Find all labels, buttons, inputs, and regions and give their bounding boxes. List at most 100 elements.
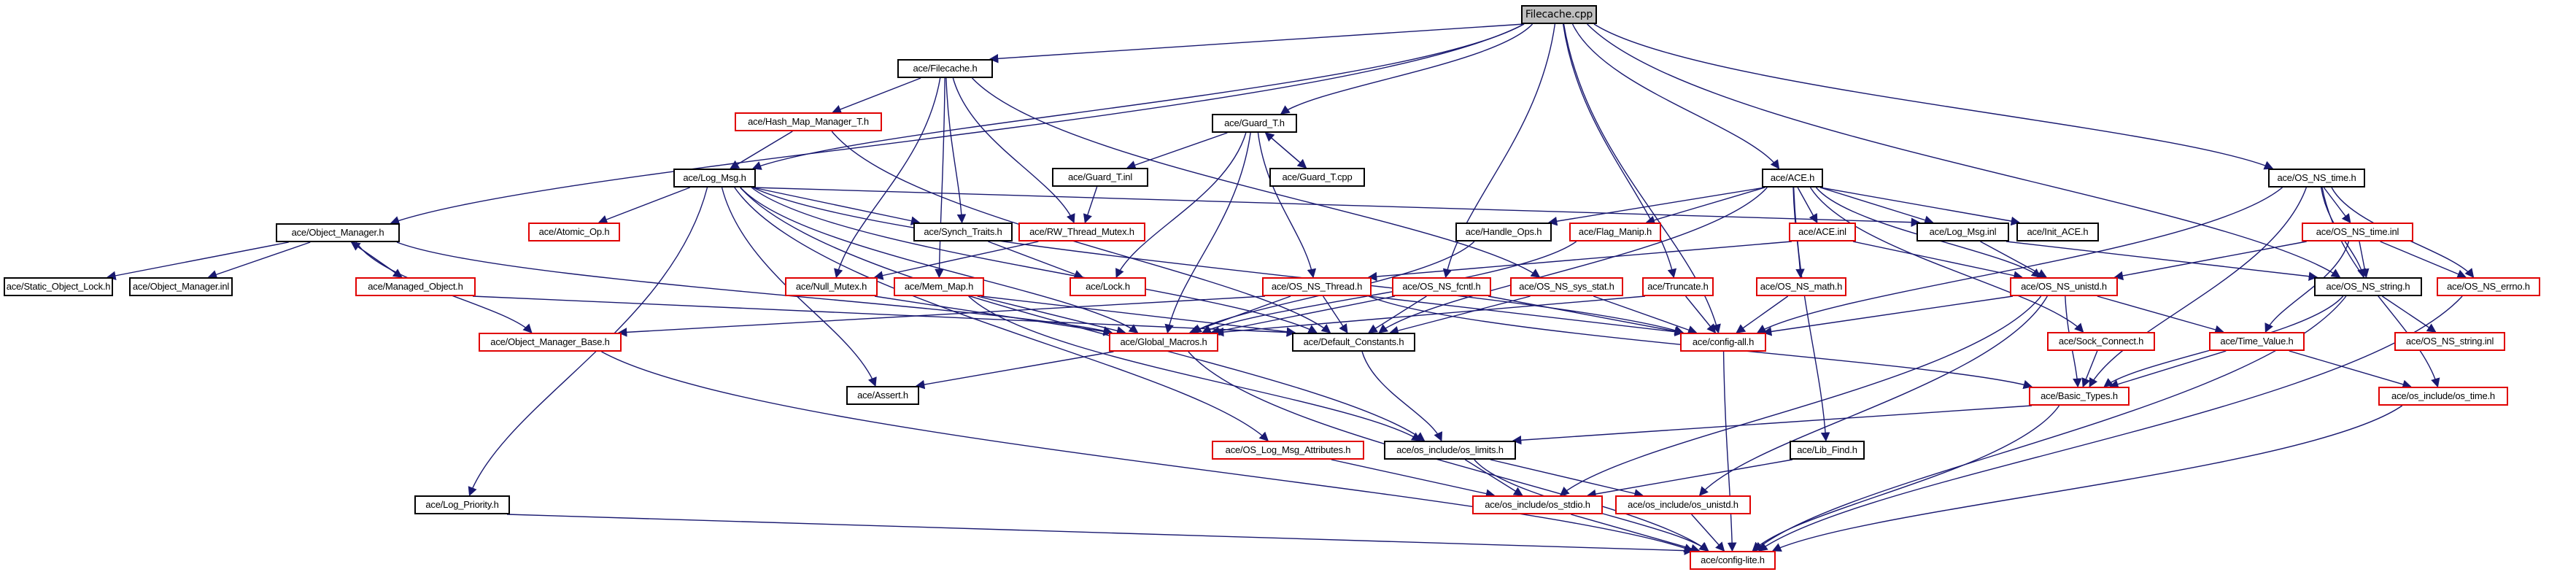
edge-os-time-to-config-lite xyxy=(1771,405,2403,552)
node-basic-types[interactable]: ace/Basic_Types.h xyxy=(2029,387,2130,406)
node-os-ns-unistd[interactable]: ace/OS_NS_unistd.h xyxy=(2010,277,2118,296)
edge-os-limits-to-os-unistd xyxy=(1490,459,1644,498)
edge-guard-t-inl-to-rw-thread-mutex xyxy=(1083,186,1098,224)
edge-log-msg-h-to-log-priority xyxy=(468,187,708,497)
edge-root-to-os-ns-fcntl xyxy=(1442,23,1556,279)
node-sock-connect[interactable]: ace/Sock_Connect.h xyxy=(2047,332,2155,351)
node-synch-traits[interactable]: ace/Synch_Traits.h xyxy=(913,223,1013,241)
edge-log-msg-h-to-global-macros xyxy=(740,187,1139,333)
edge-root-to-filecache-h xyxy=(989,23,1525,63)
edge-log-msg-h-to-default-constants xyxy=(751,187,1318,333)
node-log-priority[interactable]: ace/Log_Priority.h xyxy=(414,495,510,514)
edge-ace-inl-to-os-ns-unistd xyxy=(1852,241,2023,280)
edge-mem-map-to-os-limits xyxy=(968,295,1421,441)
edge-managed-object-to-default-constants xyxy=(472,295,1296,337)
node-os-ns-thread[interactable]: ace/OS_NS_Thread.h xyxy=(1262,277,1372,296)
edge-mem-map-to-global-macros xyxy=(977,295,1126,336)
node-ace-inl[interactable]: ace/ACE.inl xyxy=(1789,223,1856,241)
node-os-stdio[interactable]: ace/os_include/os_stdio.h xyxy=(1472,495,1603,514)
node-lib-find[interactable]: ace/Lib_Find.h xyxy=(1790,441,1865,460)
edge-guard-t-h-to-lock-h xyxy=(1115,132,1247,279)
node-os-ns-string-inl[interactable]: ace/OS_NS_string.inl xyxy=(2394,332,2505,351)
edge-default-constants-to-os-limits xyxy=(1361,351,1443,442)
edge-config-all-to-config-lite xyxy=(1722,351,1737,552)
node-object-manager-inl[interactable]: ace/Object_Manager.inl xyxy=(129,277,233,296)
edge-ace-h-to-log-msg-inl xyxy=(1819,187,1934,225)
edge-lib-find-to-os-stdio xyxy=(1587,459,1793,499)
edge-guard-t-cpp-to-guard-t-h xyxy=(1264,132,1307,169)
node-guard-t-inl[interactable]: ace/Guard_T.inl xyxy=(1052,168,1148,187)
edge-log-msg-h-to-log-msg-inl xyxy=(752,187,1921,227)
edge-ace-h-to-sock-connect xyxy=(1809,187,2084,333)
node-os-ns-errno[interactable]: ace/OS_NS_errno.h xyxy=(2437,277,2540,296)
node-root[interactable]: Filecache.cpp xyxy=(1521,5,1597,24)
edge-filecache-h-to-hash-map xyxy=(832,77,921,114)
edge-guard-t-h-to-guard-t-inl xyxy=(1126,132,1228,170)
node-managed-object[interactable]: ace/Managed_Object.h xyxy=(355,277,476,296)
edge-os-ns-fcntl-to-config-all xyxy=(1488,295,1685,336)
edge-ace-inl-to-os-ns-thread xyxy=(1367,241,1792,282)
edge-os-ns-time-h-to-os-time xyxy=(2321,187,2440,388)
edge-os-ns-errno-to-config-lite xyxy=(1757,295,2463,552)
edge-os-ns-math-to-config-all xyxy=(1736,295,1789,333)
edge-log-msg-h-to-assert-h xyxy=(721,187,877,387)
node-os-unistd[interactable]: ace/os_include/os_unistd.h xyxy=(1615,495,1751,514)
node-init-ace[interactable]: ace/Init_ACE.h xyxy=(2016,223,2099,241)
node-static-object-lock[interactable]: ace/Static_Object_Lock.h xyxy=(4,277,113,296)
node-os-ns-sys-stat[interactable]: ace/OS_NS_sys_stat.h xyxy=(1510,277,1623,296)
node-hash-map[interactable]: ace/Hash_Map_Manager_T.h xyxy=(735,112,882,131)
node-log-msg-h[interactable]: ace/Log_Msg.h xyxy=(673,169,756,188)
edge-os-ns-unistd-to-time-value xyxy=(2097,295,2224,334)
node-ace-h[interactable]: ace/ACE.h xyxy=(1762,169,1823,188)
edge-os-ns-time-inl-to-os-ns-unistd xyxy=(2113,241,2307,281)
node-handle-ops[interactable]: ace/Handle_Ops.h xyxy=(1455,223,1552,241)
node-filecache-h[interactable]: ace/Filecache.h xyxy=(897,59,993,78)
node-object-manager-base[interactable]: ace/Object_Manager_Base.h xyxy=(479,333,622,352)
node-log-msg-inl[interactable]: ace/Log_Msg.inl xyxy=(1916,223,2009,241)
edge-managed-object-to-object-manager-h xyxy=(350,241,403,278)
edge-os-ns-thread-to-global-macros xyxy=(1188,295,1291,335)
edge-os-ns-string-h-to-os-ns-string-inl xyxy=(2382,295,2437,333)
edge-null-mutex-to-global-macros xyxy=(874,295,1113,336)
node-object-manager-h[interactable]: ace/Object_Manager.h xyxy=(276,223,400,242)
node-os-limits[interactable]: ace/os_include/os_limits.h xyxy=(1384,441,1516,460)
node-assert-h[interactable]: ace/Assert.h xyxy=(846,386,919,405)
edge-object-manager-base-to-config-lite xyxy=(601,351,1694,553)
edge-truncate-to-config-all xyxy=(1685,295,1717,333)
node-os-ns-fcntl[interactable]: ace/OS_NS_fcntl.h xyxy=(1392,277,1491,296)
edge-time-value-to-basic-types xyxy=(2109,350,2227,389)
node-os-ns-math[interactable]: ace/OS_NS_math.h xyxy=(1756,277,1846,296)
node-flag-manip[interactable]: ace/Flag_Manip.h xyxy=(1569,223,1661,241)
node-os-log-msg-attr[interactable]: ace/OS_Log_Msg_Attributes.h xyxy=(1212,441,1364,460)
node-os-ns-time-inl[interactable]: ace/OS_NS_time.inl xyxy=(2302,223,2413,241)
edge-ace-h-to-ace-inl xyxy=(1797,187,1818,224)
node-config-all[interactable]: ace/config-all.h xyxy=(1680,333,1766,352)
node-mem-map[interactable]: ace/Mem_Map.h xyxy=(894,277,984,296)
edge-log-msg-h-to-atomic-op xyxy=(597,187,690,224)
node-guard-t-cpp[interactable]: ace/Guard_T.cpp xyxy=(1269,168,1365,187)
node-lock-h[interactable]: ace/Lock.h xyxy=(1070,277,1146,296)
node-os-ns-time-h[interactable]: ace/OS_NS_time.h xyxy=(2268,169,2365,188)
node-os-ns-string-h[interactable]: ace/OS_NS_string.h xyxy=(2314,277,2422,296)
node-atomic-op[interactable]: ace/Atomic_Op.h xyxy=(528,223,620,241)
node-time-value[interactable]: ace/Time_Value.h xyxy=(2209,332,2305,351)
node-rw-thread-mutex[interactable]: ace/RW_Thread_Mutex.h xyxy=(1018,223,1145,241)
edge-filecache-h-to-synch-traits xyxy=(945,77,967,224)
node-default-constants[interactable]: ace/Default_Constants.h xyxy=(1292,333,1415,352)
node-os-time[interactable]: ace/os_include/os_time.h xyxy=(2378,387,2508,406)
edge-flag-manip-to-global-macros xyxy=(1202,241,1577,333)
edge-os-ns-thread-to-object-manager-base xyxy=(617,295,1266,337)
edge-os-ns-time-inl-to-time-value xyxy=(2264,241,2350,333)
node-truncate[interactable]: ace/Truncate.h xyxy=(1642,277,1714,296)
edge-ace-h-to-handle-ops xyxy=(1547,187,1765,226)
node-null-mutex[interactable]: ace/Null_Mutex.h xyxy=(785,277,878,296)
node-global-macros[interactable]: ace/Global_Macros.h xyxy=(1109,333,1218,352)
edge-os-ns-unistd-to-os-unistd xyxy=(1698,295,2048,496)
edge-log-msg-inl-to-os-ns-unistd xyxy=(1980,241,2048,278)
node-config-lite[interactable]: ace/config-lite.h xyxy=(1690,551,1776,570)
edge-root-to-object-manager-h xyxy=(390,23,1525,225)
edge-log-msg-h-to-config-all xyxy=(752,187,1685,335)
node-guard-t-h[interactable]: ace/Guard_T.h xyxy=(1212,114,1297,133)
